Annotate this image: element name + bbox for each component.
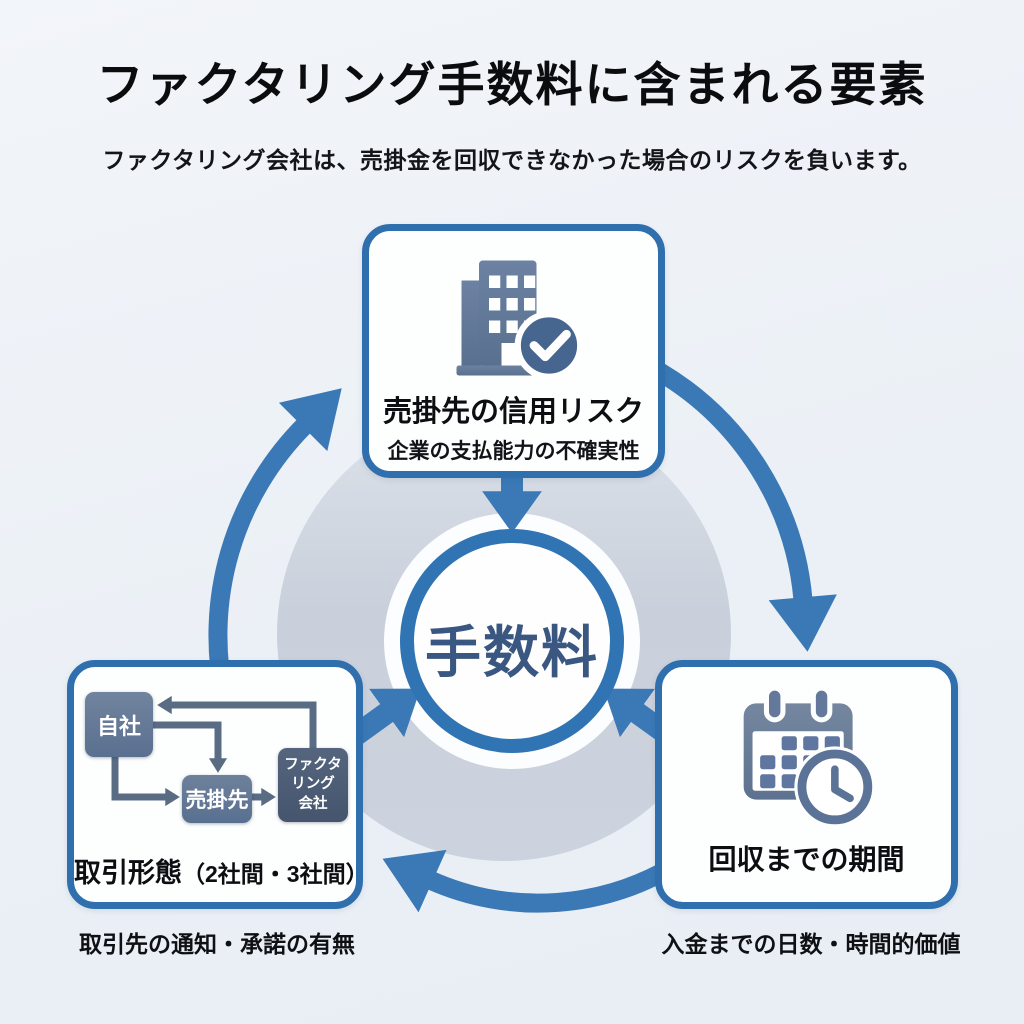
page-title: ファクタリング手数料に含まれる要素 — [96, 58, 928, 111]
factoring-company-node: ファクタ リング 会社 — [278, 748, 348, 822]
calendar-clock-icon — [743, 685, 875, 825]
transaction-form-title-paren: （2社間・3社間） — [182, 861, 369, 887]
collection-period-title: 回収までの期間 — [708, 844, 905, 875]
arc-bottom-left-arrow — [382, 849, 686, 913]
credit-risk-subtitle: 企業の支払能力の不確実性 — [387, 440, 640, 463]
credit-risk-title: 売掛先の信用リスク — [382, 396, 644, 428]
transaction-form-caption: 取引先の通知・承諾の有無 — [79, 931, 355, 957]
collection-period-caption: 入金までの日数・時間的価値 — [661, 931, 961, 957]
transaction-form-title-main: 取引形態 — [74, 858, 182, 888]
client-node: 売掛先 — [182, 775, 252, 823]
page-subtitle: ファクタリング会社は、売掛金を回収できなかった場合のリスクを負います。 — [102, 147, 922, 173]
arc-right-down-arrow — [655, 363, 837, 652]
card-collection-period: 回収までの期間 — [655, 660, 958, 909]
company-flow-diagram: 自社 売掛先 ファクタ リング 会社 — [74, 667, 356, 857]
transaction-form-title: 取引形態（2社間・3社間） — [74, 851, 369, 890]
own-company-node: 自社 — [85, 692, 153, 757]
center-circle — [400, 529, 624, 753]
company-flow-arrows — [111, 695, 317, 807]
card-transaction-form: 自社 売掛先 ファクタ リング 会社 取引形態（2社間・3社間） — [67, 660, 369, 909]
card-credit-risk: 売掛先の信用リスク 企業の支払能力の不確実性 — [362, 224, 665, 478]
building-check-icon — [456, 260, 583, 380]
arc-left-up-arrow — [208, 388, 342, 703]
center-fee-label: 手数料 — [425, 621, 599, 684]
